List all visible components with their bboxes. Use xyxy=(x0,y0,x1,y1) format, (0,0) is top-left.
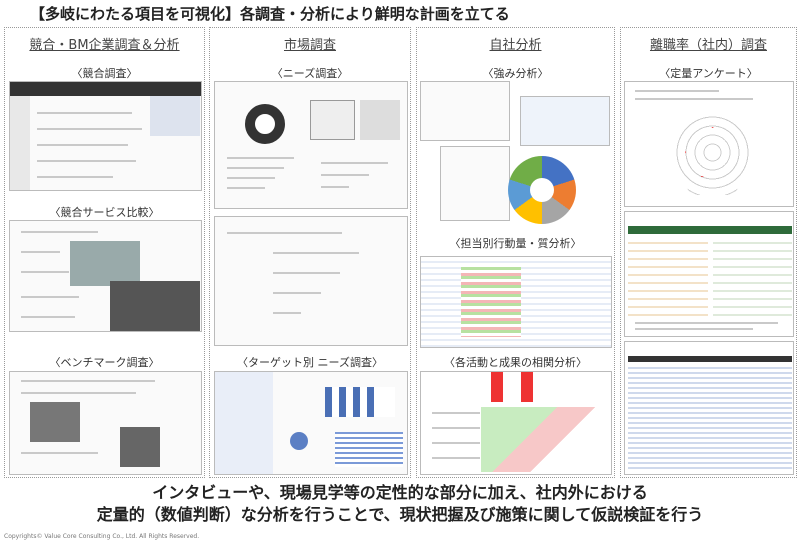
slide-title: 【多岐にわたる項目を可視化】各調査・分析により鮮明な計画を立てる xyxy=(30,5,510,23)
column-competitor: 競合・BM企業調査＆分析 〈競合調査〉 〈競合サービス比較〉 〈ベンチマーク調査… xyxy=(4,27,205,478)
column-turnover: 離職率（社内）調査 〈定量アンケート〉 xyxy=(620,27,797,478)
item-label: 〈ベンチマーク調査〉 xyxy=(49,356,160,369)
item-label: 〈競合サービス比較〉 xyxy=(49,206,160,219)
item-label: 〈担当別行動量・質分析〉 xyxy=(449,237,582,250)
activity-quality-analysis-image xyxy=(420,256,612,348)
summary-line-2: 定量的（数値判断）な分析を行うことで、現状把握及び施策に関して仮説検証を行う xyxy=(96,505,704,524)
summary-line-1: インタビューや、現場見学等の定性的な部分に加え、社内外における xyxy=(152,483,648,502)
item-label: 〈定量アンケート〉 xyxy=(659,67,758,80)
column-internal: 自社分析 〈強み分析〉 〈担当別行動量・質分析〉 〈各活動と成果の相関分析〉 xyxy=(416,27,615,478)
needs-research-image xyxy=(214,81,408,209)
correlation-analysis-image xyxy=(420,371,612,475)
column-heading: 自社分析 xyxy=(489,38,542,53)
column-market: 市場調査 〈ニーズ調査〉 〈ターゲット別 ニーズ調査〉 xyxy=(209,27,411,478)
target-needs-research-image xyxy=(214,371,408,475)
quantitative-survey-table-image xyxy=(624,341,794,475)
item-label: 〈強み分析〉 xyxy=(482,67,549,80)
strength-analysis-image xyxy=(420,81,612,226)
benchmark-research-image xyxy=(9,371,202,475)
competitor-service-comparison-image xyxy=(9,220,202,332)
quantitative-survey-ranking-image xyxy=(624,211,794,337)
item-label: 〈ニーズ調査〉 xyxy=(271,67,349,80)
column-heading: 競合・BM企業調査＆分析 xyxy=(29,38,180,53)
quantitative-survey-radar-image xyxy=(624,81,794,207)
item-label: 〈競合調査〉 xyxy=(71,67,138,80)
copyright: Copyrights© Value Core Consulting Co., L… xyxy=(4,533,200,540)
column-heading: 離職率（社内）調査 xyxy=(649,38,767,53)
needs-survey-detail-image xyxy=(214,216,408,346)
column-heading: 市場調査 xyxy=(283,38,336,53)
item-label: 〈ターゲット別 ニーズ調査〉 xyxy=(237,356,383,369)
item-label: 〈各活動と成果の相関分析〉 xyxy=(444,356,587,369)
competitor-research-image xyxy=(9,81,202,191)
